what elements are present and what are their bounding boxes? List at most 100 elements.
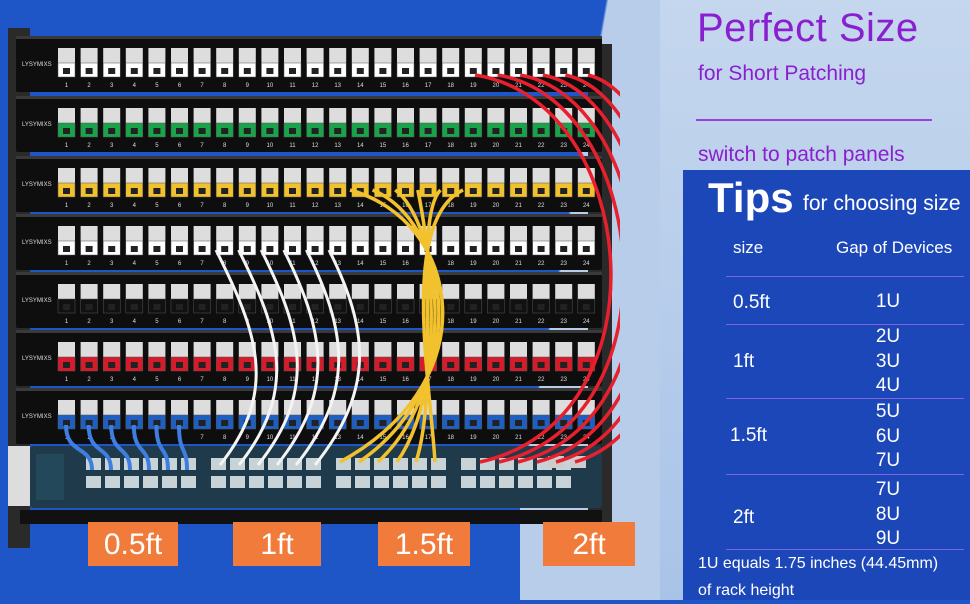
port-number: 6 — [178, 377, 182, 383]
port-label-strip — [329, 168, 347, 183]
switch-port — [181, 476, 196, 488]
port-label-strip — [103, 108, 121, 123]
port-label-strip — [464, 48, 482, 63]
port-opening — [311, 362, 319, 368]
port-number: 23 — [560, 261, 567, 267]
port-label-strip — [374, 108, 392, 123]
table-divider — [726, 474, 964, 475]
port-opening — [379, 304, 387, 310]
white-patch-cable — [313, 249, 361, 466]
port-opening — [85, 128, 93, 134]
port-label-strip — [171, 342, 188, 357]
port-opening — [153, 304, 161, 310]
port-number: 5 — [155, 83, 159, 89]
panel-brand: LYSYMIXS — [22, 182, 52, 188]
port-label-strip — [306, 342, 324, 357]
port-label-strip — [464, 284, 482, 299]
port-number: 7 — [200, 377, 204, 383]
port-number: 1 — [65, 261, 69, 267]
port-number: 1 — [65, 203, 69, 209]
port-label-strip — [374, 226, 392, 241]
port-label-strip — [306, 284, 324, 299]
port-label-strip — [261, 284, 279, 299]
port-opening — [402, 68, 409, 74]
port-opening — [289, 68, 296, 74]
port-number: 7 — [200, 143, 204, 149]
port-number: 4 — [133, 203, 137, 209]
port-opening — [379, 68, 387, 74]
port-opening — [176, 362, 183, 368]
port-number: 12 — [312, 143, 319, 149]
port-opening — [289, 420, 296, 426]
port-number: 17 — [425, 83, 432, 89]
port-number: 3 — [110, 319, 114, 325]
port-label-strip — [125, 108, 143, 123]
port-opening — [130, 420, 138, 426]
port-label-strip — [442, 48, 460, 63]
size-cell: 2ft — [733, 507, 755, 528]
port-number: 23 — [560, 203, 567, 209]
port-number: 2 — [87, 203, 91, 209]
port-opening — [492, 246, 500, 252]
port-number: 16 — [402, 319, 409, 325]
port-number: 5 — [155, 143, 159, 149]
port-label-strip — [555, 48, 573, 63]
port-number: 11 — [289, 435, 296, 441]
port-number: 21 — [515, 435, 522, 441]
port-label-strip — [125, 400, 143, 415]
port-number: 13 — [334, 319, 341, 325]
switch-port — [86, 476, 101, 488]
port-opening — [176, 68, 183, 74]
port-opening — [198, 188, 206, 194]
port-number: 20 — [493, 203, 500, 209]
port-label-strip — [58, 400, 75, 415]
port-number: 4 — [133, 261, 137, 267]
port-number: 11 — [289, 203, 296, 209]
port-opening — [243, 128, 251, 134]
blue-patch-cable — [64, 424, 94, 471]
port-opening — [515, 188, 522, 194]
port-opening — [582, 188, 590, 194]
port-opening — [469, 304, 477, 310]
white-patch-cable — [214, 249, 258, 466]
panel-brand: LYSYMIXS — [22, 62, 52, 68]
port-number: 2 — [87, 83, 91, 89]
port-label-strip — [532, 108, 550, 123]
port-number: 21 — [515, 203, 522, 209]
column-header-gap: Gap of Devices — [836, 238, 953, 257]
port-opening — [63, 246, 70, 252]
port-label-strip — [487, 400, 505, 415]
size-cell: 0.5ft — [733, 292, 770, 313]
port-opening — [537, 188, 545, 194]
port-opening — [311, 420, 319, 426]
port-opening — [447, 304, 455, 310]
port-number: 4 — [133, 319, 137, 325]
port-label-strip — [555, 284, 573, 299]
red-patch-cable — [517, 73, 620, 464]
footnote: 1U equals 1.75 inches (44.45mm) of rack … — [698, 555, 939, 599]
port-opening — [537, 304, 545, 310]
port-opening — [130, 246, 138, 252]
port-number: 10 — [267, 377, 274, 383]
port-opening — [356, 68, 364, 74]
port-label-strip — [125, 284, 143, 299]
port-opening — [266, 68, 274, 74]
port-number: 20 — [493, 261, 500, 267]
port-label-strip — [419, 48, 437, 63]
port-number: 10 — [267, 83, 274, 89]
panel-brand: LYSYMIXS — [22, 414, 52, 420]
port-label-strip — [125, 226, 143, 241]
port-number: 10 — [267, 203, 274, 209]
port-opening — [243, 362, 251, 368]
port-opening — [108, 188, 116, 194]
port-number: 24 — [583, 203, 590, 209]
port-number: 14 — [357, 203, 364, 209]
port-label-strip — [577, 226, 595, 241]
port-opening — [515, 304, 522, 310]
red-patch-cable — [536, 73, 620, 464]
port-number: 15 — [380, 261, 387, 267]
port-label-strip — [532, 400, 550, 415]
port-number: 22 — [538, 203, 545, 209]
port-label-strip — [125, 48, 143, 63]
port-opening — [63, 420, 70, 426]
